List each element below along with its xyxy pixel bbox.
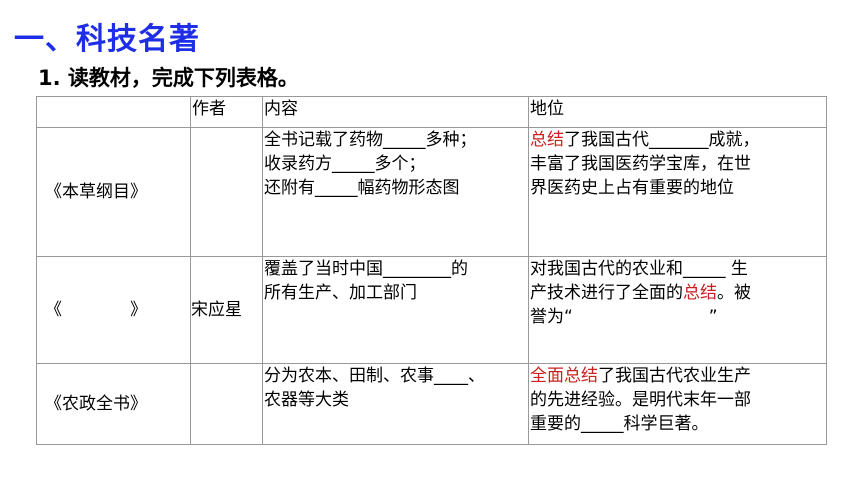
status-line: 的先进经验。是明代末年一部 bbox=[530, 390, 751, 410]
book-title-cell: 《 》 bbox=[36, 256, 191, 364]
table-row: 《 》 宋应星 覆盖了当时中国________的 所有生产、加工部门 对我国古代… bbox=[36, 256, 827, 364]
table-row: 《农政全书》 分为农本、田制、农事____、 农器等大类 全面总结了我国古代农业… bbox=[36, 363, 827, 445]
content-line: 分为农本、田制、农事____、 bbox=[264, 366, 485, 386]
book-title-cell: 《本草纲目》 bbox=[36, 127, 191, 257]
status-text: 。被 bbox=[717, 283, 751, 303]
status-cell: 总结了我国古代_______成就， 丰富了我国医药学宝库，在世 界医药史上占有重… bbox=[528, 127, 827, 257]
content-line: 全书记载了药物_____多种； bbox=[264, 130, 477, 150]
status-line: 总结了我国古代_______成就， bbox=[530, 129, 825, 153]
content-cell: 分为农本、田制、农事____、 农器等大类 bbox=[262, 363, 529, 445]
header-cell-status: 地位 bbox=[528, 96, 827, 128]
table-row: 《本草纲目》 全书记载了药物_____多种； 收录药方_____多个； 还附有_… bbox=[36, 127, 827, 257]
content-line: 农器等大类 bbox=[264, 390, 349, 410]
status-text: 了我国古代农业生产 bbox=[598, 366, 751, 386]
author-cell: 宋应星 bbox=[190, 256, 263, 364]
header-cell-author: 作者 bbox=[190, 96, 263, 128]
header-cell-content: 内容 bbox=[262, 96, 529, 128]
status-line: 丰富了我国医药学宝库，在世 bbox=[530, 154, 751, 174]
content-line: 收录药方_____多个； bbox=[264, 154, 426, 174]
status-line: 重要的_____科学巨著。 bbox=[530, 414, 709, 434]
author-cell bbox=[190, 127, 263, 257]
highlight-term: 总结 bbox=[683, 283, 717, 303]
status-line: 对我国古代的农业和_____ 生 bbox=[530, 259, 748, 279]
status-cell: 全面总结了我国古代农业生产 的先进经验。是明代末年一部 重要的_____科学巨著… bbox=[528, 363, 827, 445]
header-cell-name bbox=[36, 96, 191, 128]
content-line: 覆盖了当时中国________的 bbox=[264, 259, 468, 279]
content-cell: 覆盖了当时中国________的 所有生产、加工部门 bbox=[262, 256, 529, 364]
content-line: 所有生产、加工部门 bbox=[264, 283, 417, 303]
status-line: 界医药史上占有重要的地位 bbox=[530, 178, 734, 198]
highlight-term: 总结 bbox=[530, 130, 564, 150]
status-line: 产技术进行了全面的总结。被 bbox=[530, 281, 825, 305]
status-cell: 对我国古代的农业和_____ 生 产技术进行了全面的总结。被 誉为“ ” bbox=[528, 256, 827, 364]
highlight-term: 全面总结 bbox=[530, 366, 598, 386]
status-text: 了我国古代_______成就， bbox=[564, 130, 760, 150]
content-cell: 全书记载了药物_____多种； 收录药方_____多个； 还附有_____幅药物… bbox=[262, 127, 529, 257]
status-line: 誉为“ ” bbox=[530, 307, 718, 327]
book-title-cell: 《农政全书》 bbox=[36, 363, 191, 445]
classics-table: 作者 内容 地位 《本草纲目》 全书记载了药物_____多种； 收录药方____… bbox=[36, 96, 827, 445]
author-cell bbox=[190, 363, 263, 445]
status-line: 全面总结了我国古代农业生产 bbox=[530, 365, 825, 389]
task-instruction: 1. 读教材，完成下列表格。 bbox=[38, 66, 299, 90]
status-text: 产技术进行了全面的 bbox=[530, 283, 683, 303]
section-heading: 一、科技名著 bbox=[14, 22, 200, 57]
content-line: 还附有_____幅药物形态图 bbox=[264, 178, 460, 198]
table-header-row: 作者 内容 地位 bbox=[36, 96, 827, 128]
